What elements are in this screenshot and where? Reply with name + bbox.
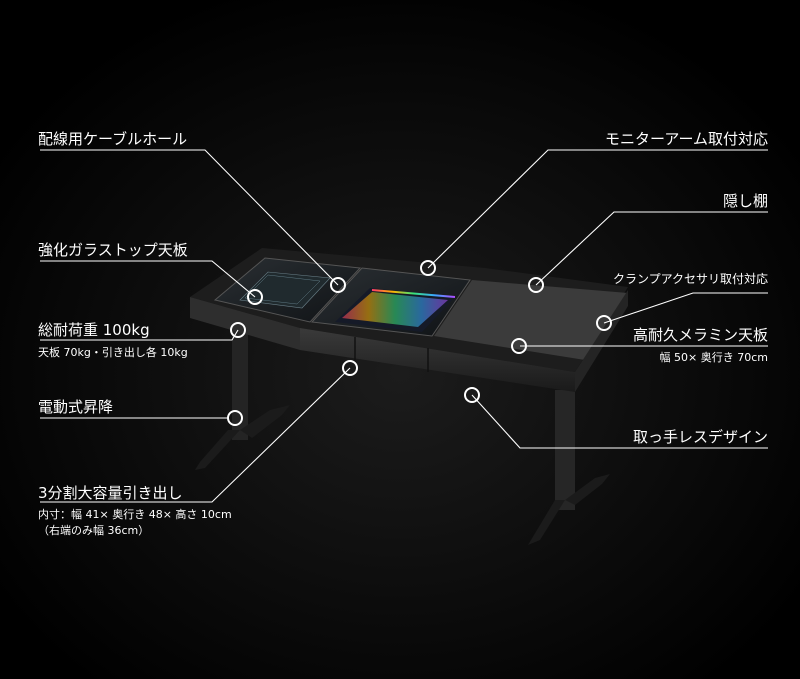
label-glass-top: 強化ガラストップ天板: [38, 241, 188, 259]
label-electric-lift: 電動式昇降: [38, 398, 114, 416]
label-monitor-arm: モニターアーム取付対応: [604, 130, 768, 148]
marker-cable-hole: [330, 277, 346, 293]
keyboard-right: [335, 288, 456, 332]
melamine-top: [434, 280, 628, 360]
marker-glass-top: [247, 289, 263, 305]
label-cable-hole: 配線用ケーブルホール: [38, 130, 188, 148]
callout-lines: [40, 149, 768, 503]
label-clamp: クランプアクセサリ取付対応: [612, 272, 768, 286]
desk-top: [190, 248, 628, 392]
label-melamine: 高耐久メラミン天板: [632, 326, 768, 344]
label-drawers: 3分割大容量引き出し: [38, 484, 183, 502]
label-handleless: 取っ手レスデザイン: [632, 428, 768, 446]
label-drawers-detail-1: 内寸：幅 41× 奥行き 48× 高さ 10cm: [38, 508, 232, 521]
marker-clamp: [596, 315, 612, 331]
marker-monitor-arm: [420, 260, 436, 276]
marker-hidden-shelf: [528, 277, 544, 293]
marker-drawers: [342, 360, 358, 376]
label-hidden-shelf: 隠し棚: [722, 192, 768, 210]
callout-markers: [227, 260, 612, 426]
drawer-front: [300, 328, 575, 392]
label-load: 総耐荷重 100kg: [38, 321, 150, 339]
marker-load: [230, 322, 246, 338]
desk-legs: [195, 330, 610, 545]
label-load-detail: 天板 70kg・引き出し各 10kg: [38, 346, 188, 359]
label-drawers-detail-2: （右端のみ幅 36cm）: [38, 524, 150, 537]
marker-melamine: [511, 338, 527, 354]
label-melamine-detail: 幅 50× 奥行き 70cm: [659, 351, 768, 364]
marker-electric-lift: [227, 410, 243, 426]
marker-handleless: [464, 387, 480, 403]
